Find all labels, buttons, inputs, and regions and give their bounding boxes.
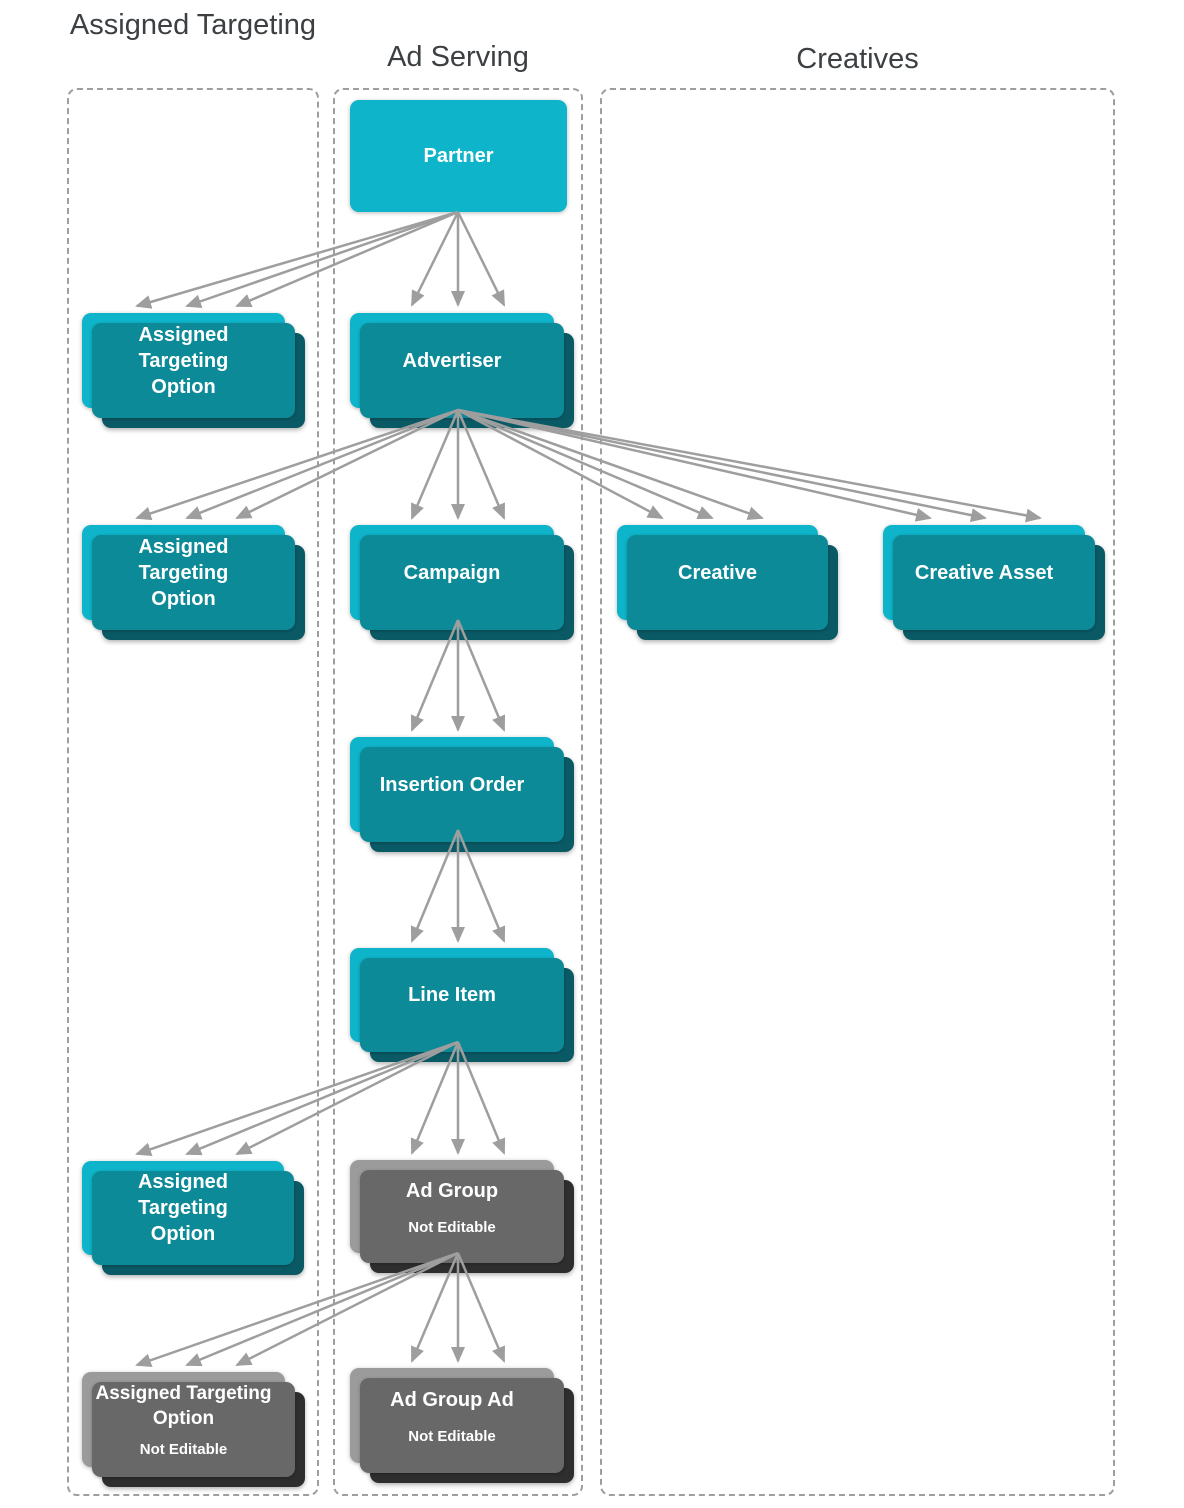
node-ad-group-ad: Ad Group Ad Not Editable bbox=[350, 1368, 554, 1463]
node-insertion-order-label: Insertion Order bbox=[379, 773, 525, 796]
node-ad-group-label: Ad Group bbox=[405, 1180, 499, 1202]
node-partner: Partner bbox=[350, 100, 567, 212]
node-campaign-label: Campaign bbox=[403, 561, 501, 584]
node-assigned-targeting-option-partner-label: Assigned Targeting Option bbox=[138, 323, 229, 398]
column-container-ad-serving bbox=[333, 88, 583, 1496]
node-creative-asset-label: Creative Asset bbox=[914, 561, 1054, 584]
node-advertiser: Advertiser bbox=[350, 313, 554, 408]
node-assigned-targeting-option-ad-group-sublabel: Not Editable bbox=[139, 1440, 228, 1458]
node-assigned-targeting-option-advertiser: Assigned Targeting Option bbox=[82, 525, 285, 620]
column-header-assigned-targeting: Assigned Targeting bbox=[69, 9, 317, 41]
node-assigned-targeting-option-line-item-label: Assigned Targeting Option bbox=[137, 1171, 229, 1245]
node-campaign: Campaign bbox=[350, 525, 554, 620]
node-ad-group: Ad Group Not Editable bbox=[350, 1160, 554, 1253]
node-creative-label: Creative bbox=[678, 561, 757, 584]
node-creative: Creative bbox=[617, 525, 818, 620]
node-insertion-order: Insertion Order bbox=[350, 737, 554, 832]
column-container-assigned-targeting bbox=[67, 88, 319, 1496]
node-partner-label: Partner bbox=[423, 145, 494, 167]
column-header-creatives: Creatives bbox=[796, 43, 919, 75]
node-assigned-targeting-option-line-item: Assigned Targeting Option bbox=[82, 1161, 284, 1255]
node-line-item: Line Item bbox=[350, 948, 554, 1042]
node-ad-group-ad-label: Ad Group Ad bbox=[390, 1389, 514, 1411]
node-creative-asset: Creative Asset bbox=[883, 525, 1085, 620]
column-header-ad-serving: Ad Serving bbox=[387, 41, 529, 73]
node-advertiser-label: Advertiser bbox=[402, 349, 502, 372]
node-assigned-targeting-option-partner: Assigned Targeting Option bbox=[82, 313, 285, 408]
column-container-creatives bbox=[600, 88, 1115, 1496]
node-assigned-targeting-option-advertiser-label: Assigned Targeting Option bbox=[138, 535, 229, 610]
node-ad-group-sublabel: Not Editable bbox=[408, 1219, 496, 1236]
node-line-item-label: Line Item bbox=[408, 984, 496, 1006]
node-assigned-targeting-option-ad-group-label: Assigned Targeting Option bbox=[95, 1383, 272, 1429]
node-ad-group-ad-sublabel: Not Editable bbox=[408, 1428, 496, 1445]
node-assigned-targeting-option-ad-group: Assigned Targeting Option Not Editable bbox=[82, 1372, 285, 1467]
